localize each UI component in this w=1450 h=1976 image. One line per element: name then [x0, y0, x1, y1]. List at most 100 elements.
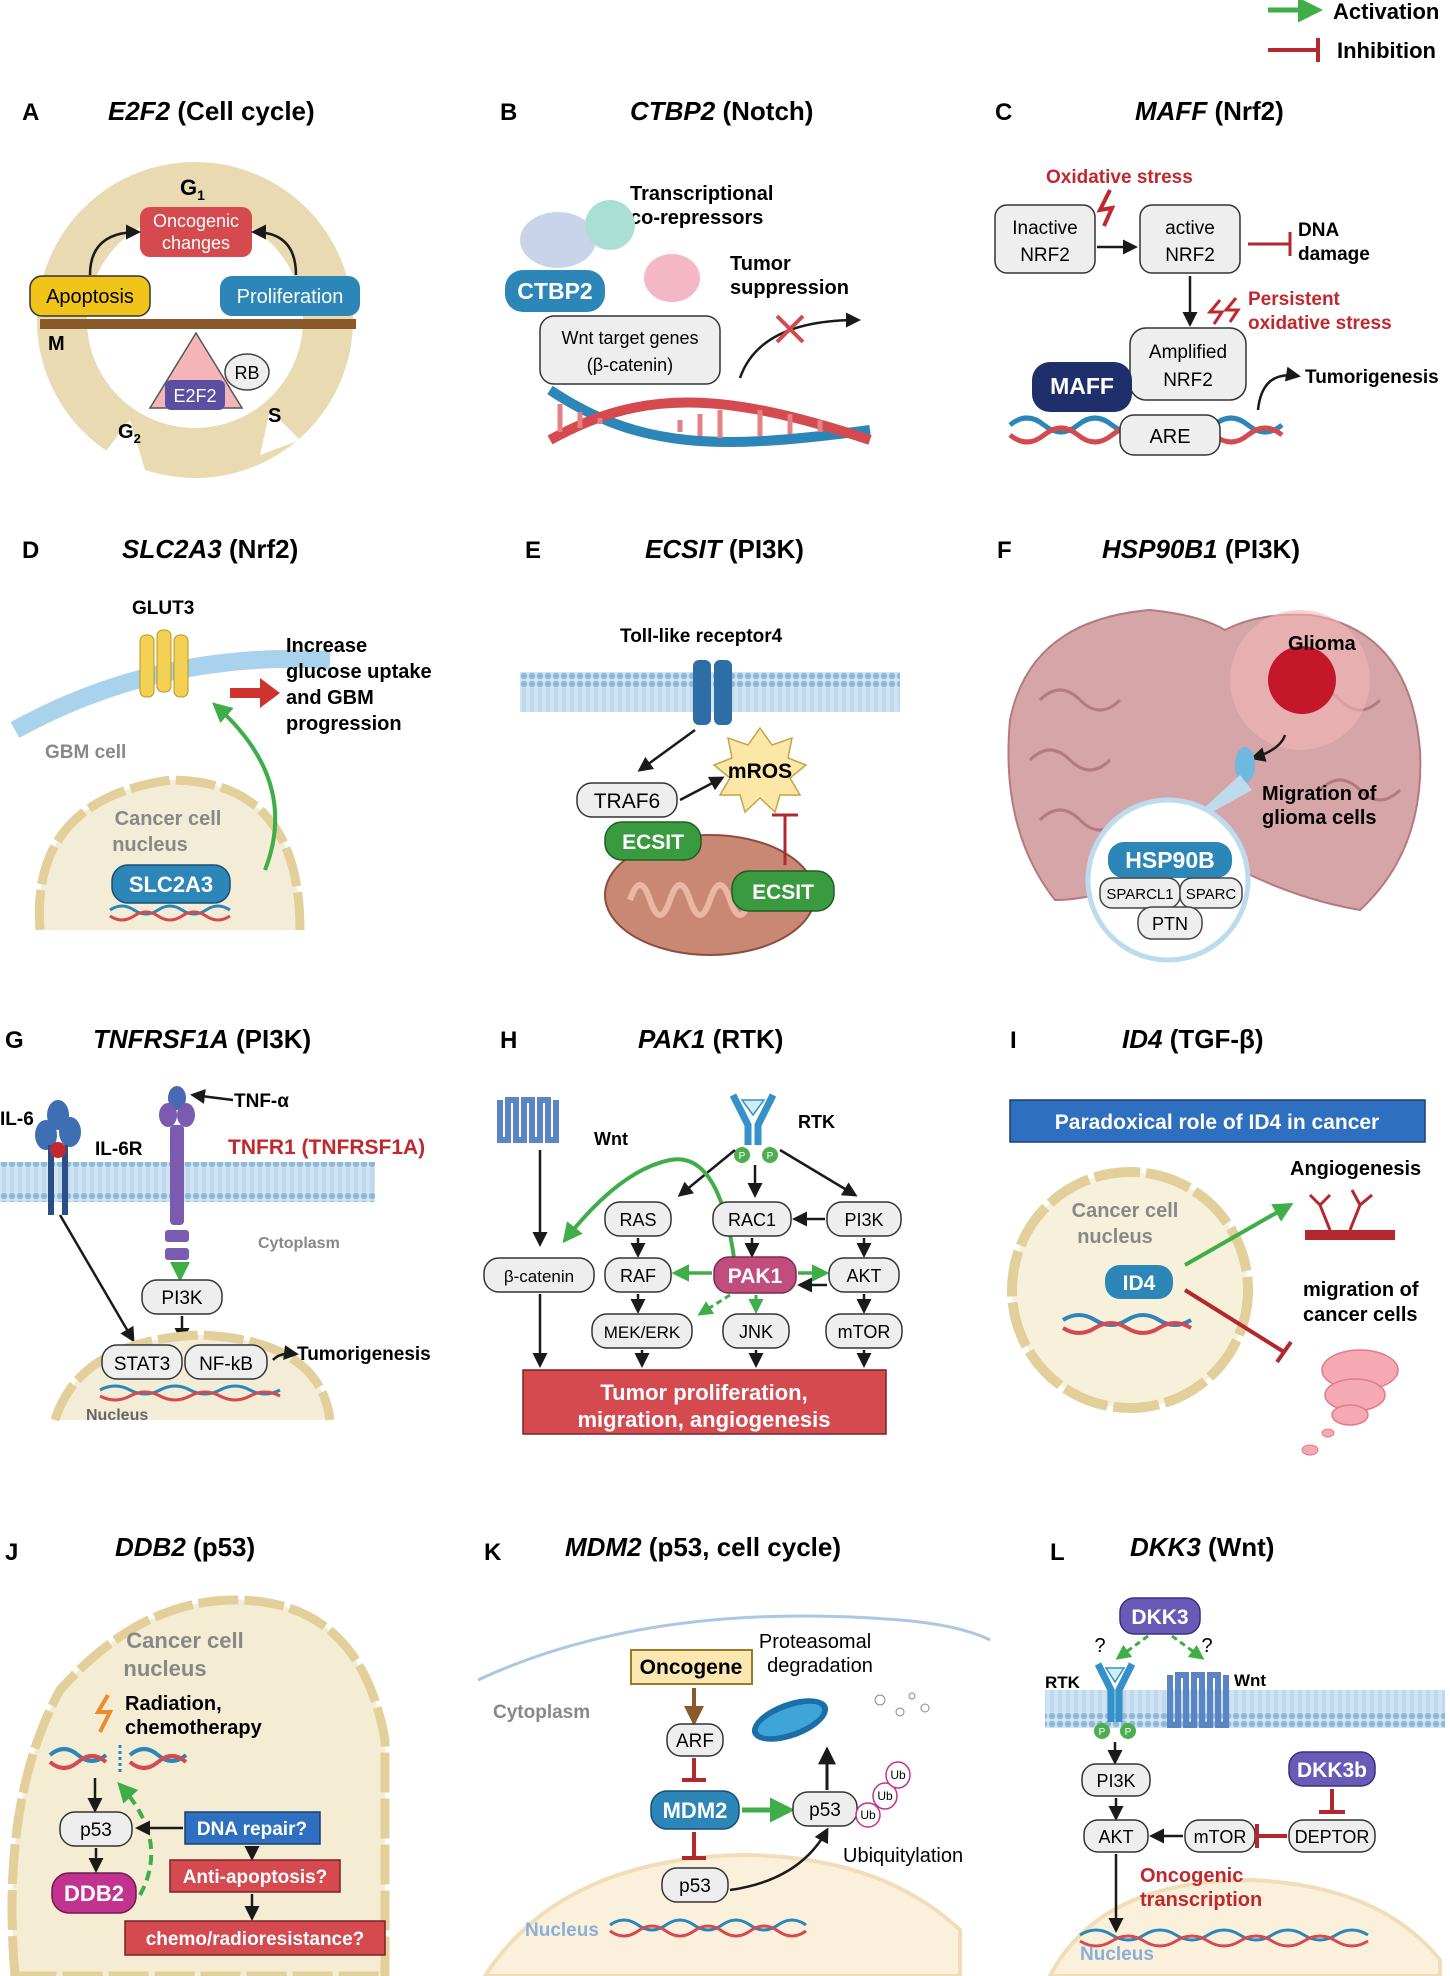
rtk-receptor-icon: P P	[729, 1093, 778, 1163]
svg-text:GLUT3: GLUT3	[132, 598, 194, 619]
svg-text:Oncogenic: Oncogenic	[153, 211, 239, 231]
are-box	[1119, 414, 1221, 456]
svg-text:degradation: degradation	[767, 1655, 873, 1677]
svg-text:Ubiquitylation: Ubiquitylation	[843, 1845, 963, 1867]
svg-text:IL-6R: IL-6R	[95, 1139, 143, 1160]
svg-text:ECSIT: ECSIT	[622, 831, 684, 854]
svg-text:Persistent: Persistent	[1248, 289, 1341, 310]
panel-title: MAFF (Nrf2)	[1135, 96, 1284, 126]
panel-a: A E2F2 (Cell cycle) G1 Oncogenic changes…	[22, 96, 360, 478]
svg-text:chemo/radioresistance?: chemo/radioresistance?	[146, 1929, 365, 1950]
dkk3b-box	[1288, 1751, 1376, 1787]
svg-text:Cytoplasm: Cytoplasm	[493, 1702, 590, 1723]
svg-text:MAFF: MAFF	[1050, 373, 1114, 399]
balance-beam	[40, 319, 356, 329]
svg-text:cancer cells: cancer cells	[1303, 1304, 1418, 1326]
panel-letter: L	[1050, 1539, 1065, 1566]
svg-text:glucose uptake: glucose uptake	[286, 661, 432, 683]
svg-text:and GBM: and GBM	[286, 687, 374, 709]
blood-vessel-icon	[1305, 1189, 1395, 1240]
svg-text:progression: progression	[286, 713, 402, 735]
panel-f: F HSP90B1 (PI3K) Glioma Migration of gli…	[997, 534, 1422, 963]
svg-text:oxidative stress: oxidative stress	[1248, 313, 1392, 334]
svg-text:Migration of: Migration of	[1262, 783, 1377, 805]
svg-text:Wnt: Wnt	[1234, 1671, 1266, 1690]
svg-text:G2: G2	[118, 421, 141, 446]
traf6-box	[576, 782, 678, 818]
svg-text:ID4: ID4	[1123, 1272, 1156, 1295]
panel-letter: I	[1010, 1027, 1017, 1054]
cell-membrane	[10, 649, 331, 738]
svg-text:DNA repair?: DNA repair?	[197, 1819, 307, 1840]
dna-helix	[547, 385, 872, 447]
svg-text:DKK3: DKK3	[1131, 1606, 1188, 1629]
tnfr1-receptor	[159, 1086, 195, 1260]
svg-text:Glioma: Glioma	[1288, 633, 1357, 655]
legend-activation: Activation	[1333, 0, 1439, 24]
svg-text:DNA: DNA	[1298, 220, 1339, 241]
svg-text:?: ?	[1094, 1635, 1105, 1657]
svg-text:Ub: Ub	[877, 1789, 893, 1803]
ddb2-box	[51, 1872, 137, 1914]
svg-text:Nucleus: Nucleus	[86, 1407, 148, 1424]
inactive-nrf2-box	[994, 204, 1096, 274]
panel-letter: E	[525, 537, 541, 564]
svg-text:Wnt target genes: Wnt target genes	[561, 328, 698, 348]
mtor-box	[825, 1313, 903, 1349]
arrow-icon	[230, 678, 280, 708]
p53-box-2	[661, 1867, 729, 1903]
svg-text:Proteasomal: Proteasomal	[759, 1631, 871, 1653]
svg-text:Nucleus: Nucleus	[1080, 1944, 1154, 1965]
panel-title: ID4 (TGF-β)	[1122, 1024, 1264, 1054]
svg-text:IL-6: IL-6	[0, 1109, 34, 1130]
dkk3-box	[1119, 1597, 1201, 1635]
wnt-receptor-icon	[497, 1097, 559, 1143]
active-nrf2-box	[1139, 204, 1241, 274]
panel-title: DDB2 (p53)	[115, 1532, 255, 1562]
panel-letter: C	[995, 99, 1012, 126]
svg-text:ARE: ARE	[1149, 426, 1190, 448]
migrating-cells	[1235, 747, 1255, 783]
cell-membrane	[1045, 1690, 1445, 1728]
panel-letter: F	[997, 537, 1012, 564]
svg-text:active: active	[1165, 218, 1215, 239]
panel-letter: H	[500, 1027, 517, 1054]
raf-box	[604, 1257, 672, 1293]
svg-text:Cancer cell: Cancer cell	[126, 1628, 243, 1653]
panel-title: PAK1 (RTK)	[638, 1024, 783, 1054]
proliferation-box	[220, 276, 360, 316]
svg-text:suppression: suppression	[730, 277, 849, 299]
pi3k-box	[1081, 1763, 1151, 1797]
ubiquitin-chain: Ub Ub Ub	[855, 1761, 911, 1828]
svg-text:TRAF6: TRAF6	[594, 790, 661, 813]
ras-box	[604, 1201, 672, 1237]
svg-text:nucleus: nucleus	[1077, 1226, 1153, 1248]
svg-text:mTOR: mTOR	[838, 1322, 891, 1342]
svg-text:NRF2: NRF2	[1163, 370, 1213, 391]
svg-text:PI3K: PI3K	[161, 1288, 203, 1309]
beta-catenin-box	[483, 1257, 595, 1293]
svg-text:AKT: AKT	[1098, 1827, 1133, 1847]
svg-text:Ub: Ub	[890, 1768, 906, 1782]
lightning-icon	[94, 1693, 114, 1733]
svg-text:Wnt: Wnt	[594, 1129, 628, 1149]
svg-text:PI3K: PI3K	[844, 1210, 883, 1230]
nfkb-box	[184, 1344, 268, 1380]
svg-text:ARF: ARF	[676, 1731, 714, 1752]
hsp90b-box	[1108, 842, 1232, 878]
mdm2-box	[650, 1790, 740, 1830]
svg-text:SPARCL1: SPARCL1	[1106, 886, 1173, 903]
svg-text:p53: p53	[679, 1876, 711, 1897]
nucleus	[1047, 1877, 1442, 1976]
rb-protein	[224, 353, 270, 391]
svg-text:Tumorigenesis: Tumorigenesis	[1305, 367, 1439, 388]
panel-letter: K	[484, 1539, 502, 1566]
glioma-tumor	[1268, 646, 1336, 714]
pi3k-box	[141, 1279, 223, 1315]
svg-text:Proliferation: Proliferation	[237, 286, 344, 308]
svg-text:GBM cell: GBM cell	[45, 742, 126, 763]
svg-text:Transcriptional: Transcriptional	[630, 183, 773, 205]
svg-text:Oncogene: Oncogene	[640, 1656, 743, 1679]
jnk-box	[722, 1313, 790, 1349]
panel-c: C MAFF (Nrf2) Oxidative stress Inactive …	[994, 96, 1439, 456]
